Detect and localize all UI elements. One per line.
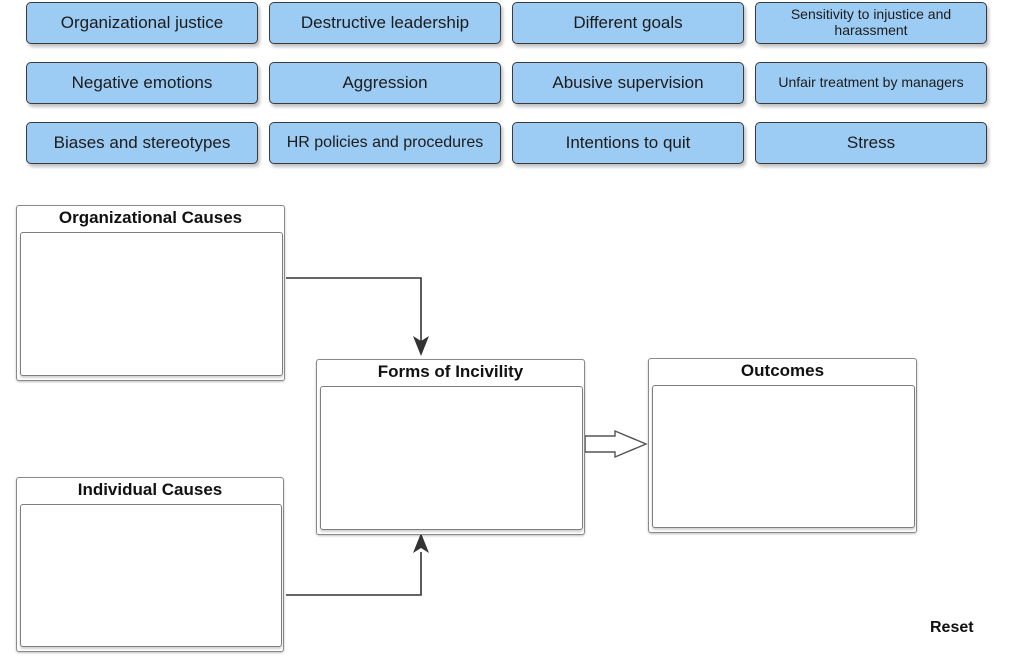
chip-organizational-justice[interactable]: Organizational justice xyxy=(26,2,258,44)
chip-hr-policies-and-procedures[interactable]: HR policies and procedures xyxy=(269,122,501,164)
outcomes-title: Outcomes xyxy=(740,361,825,380)
forms-of-incivility-title: Forms of Incivility xyxy=(377,362,524,381)
chip-unfair-treatment-by-managers[interactable]: Unfair treatment by managers xyxy=(755,62,987,104)
chip-destructive-leadership[interactable]: Destructive leadership xyxy=(269,2,501,44)
individual-causes-panel: Individual Causes xyxy=(16,477,284,652)
individual-causes-title: Individual Causes xyxy=(77,480,223,499)
forms-of-incivility-dropzone[interactable] xyxy=(320,386,583,530)
chip-abusive-supervision[interactable]: Abusive supervision xyxy=(512,62,744,104)
chip-aggression[interactable]: Aggression xyxy=(269,62,501,104)
individual-causes-dropzone[interactable] xyxy=(20,504,282,647)
chip-different-goals[interactable]: Different goals xyxy=(512,2,744,44)
chip-stress[interactable]: Stress xyxy=(755,122,987,164)
hollow-arrow-icon xyxy=(584,429,648,459)
chip-intentions-to-quit[interactable]: Intentions to quit xyxy=(512,122,744,164)
arrowhead-down-icon xyxy=(413,336,429,356)
reset-button[interactable]: Reset xyxy=(930,619,974,636)
forms-of-incivility-panel: Forms of Incivility xyxy=(316,359,585,535)
arrowhead-up-icon xyxy=(413,533,429,553)
individual-to-forms-connector xyxy=(286,552,422,596)
chip-sensitivity-to-injustice[interactable]: Sensitivity to injustice and harassment xyxy=(755,2,987,44)
organizational-causes-title: Organizational Causes xyxy=(58,208,243,227)
outcomes-dropzone[interactable] xyxy=(652,385,915,528)
organizational-causes-dropzone[interactable] xyxy=(20,232,283,376)
chip-biases-and-stereotypes[interactable]: Biases and stereotypes xyxy=(26,122,258,164)
organizational-causes-panel: Organizational Causes xyxy=(16,205,285,381)
org-to-forms-connector xyxy=(286,277,422,342)
outcomes-panel: Outcomes xyxy=(648,358,917,533)
chip-negative-emotions[interactable]: Negative emotions xyxy=(26,62,258,104)
